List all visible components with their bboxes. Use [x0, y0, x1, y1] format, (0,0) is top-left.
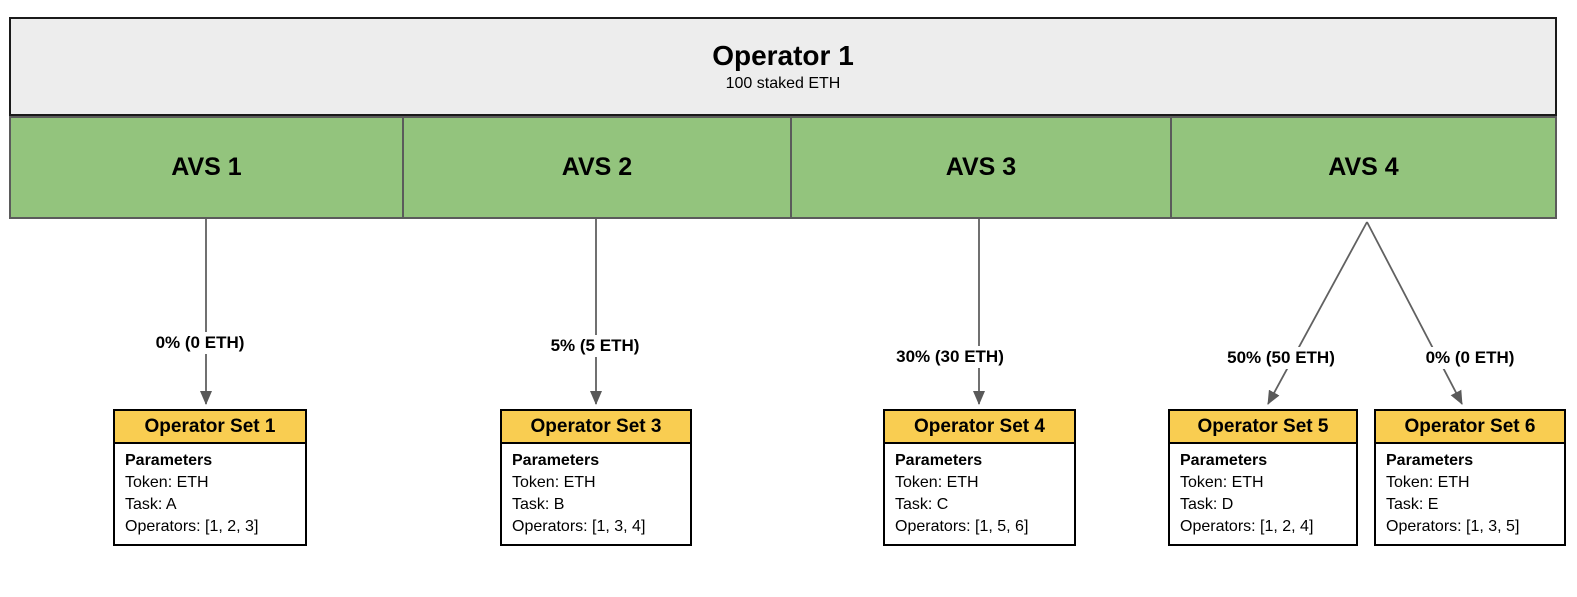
- avs-1-section: AVS 1: [11, 118, 404, 217]
- operator-set-1-params: Parameters Token: ETH Task: A Operators:…: [115, 444, 305, 544]
- arrow-avs4-to-set6: [1366, 221, 1463, 405]
- token-line: Token: ETH: [895, 474, 979, 491]
- task-line: Task: C: [895, 496, 949, 513]
- token-line: Token: ETH: [1386, 474, 1470, 491]
- operator-set-5-title: Operator Set 5: [1170, 411, 1356, 444]
- operator-staked-eth: 100 staked ETH: [725, 74, 841, 92]
- operator-set-4-box: Operator Set 4 Parameters Token: ETH Tas…: [883, 409, 1076, 546]
- operators-line: Operators: [1, 3, 4]: [512, 518, 646, 535]
- params-heading: Parameters: [895, 452, 983, 469]
- operator-set-3-title: Operator Set 3: [502, 411, 690, 444]
- params-heading: Parameters: [1386, 452, 1474, 469]
- avs-3-label: AVS 3: [945, 153, 1017, 181]
- allocation-label-avs4-set6: 0% (0 ETH): [1420, 347, 1520, 369]
- operator-set-1-box: Operator Set 1 Parameters Token: ETH Tas…: [113, 409, 307, 546]
- operator-set-6-title: Operator Set 6: [1376, 411, 1564, 444]
- operator-title: Operator 1: [712, 39, 854, 71]
- task-line: Task: B: [512, 496, 565, 513]
- operator-set-5-box: Operator Set 5 Parameters Token: ETH Tas…: [1168, 409, 1358, 546]
- task-line: Task: A: [125, 496, 177, 513]
- operator-set-6-params: Parameters Token: ETH Task: E Operators:…: [1376, 444, 1564, 544]
- avs-2-label: AVS 2: [561, 153, 633, 181]
- params-heading: Parameters: [1180, 452, 1268, 469]
- operators-line: Operators: [1, 5, 6]: [895, 518, 1029, 535]
- operators-line: Operators: [1, 3, 5]: [1386, 518, 1520, 535]
- token-line: Token: ETH: [1180, 474, 1264, 491]
- operators-line: Operators: [1, 2, 4]: [1180, 518, 1314, 535]
- allocation-label-avs3: 30% (30 ETH): [891, 346, 1009, 368]
- token-line: Token: ETH: [125, 474, 209, 491]
- operator-set-1-title: Operator Set 1: [115, 411, 305, 444]
- operator-set-4-params: Parameters Token: ETH Task: C Operators:…: [885, 444, 1074, 544]
- avs-1-label: AVS 1: [171, 153, 242, 181]
- operator-set-4-title: Operator Set 4: [885, 411, 1074, 444]
- avs-bar: AVS 1 AVS 2 AVS 3 AVS 4: [9, 116, 1557, 219]
- avs-4-section: AVS 4: [1172, 118, 1555, 217]
- operators-line: Operators: [1, 2, 3]: [125, 518, 259, 535]
- operator-1-box: Operator 1 100 staked ETH: [9, 17, 1557, 116]
- allocation-label-avs1: 0% (0 ETH): [150, 332, 250, 354]
- avs-3-section: AVS 3: [792, 118, 1172, 217]
- allocation-label-avs2: 5% (5 ETH): [545, 335, 645, 357]
- operator-set-6-box: Operator Set 6 Parameters Token: ETH Tas…: [1374, 409, 1566, 546]
- task-line: Task: D: [1180, 496, 1234, 513]
- operator-set-3-params: Parameters Token: ETH Task: B Operators:…: [502, 444, 690, 544]
- operator-set-3-box: Operator Set 3 Parameters Token: ETH Tas…: [500, 409, 692, 546]
- operator-set-5-params: Parameters Token: ETH Task: D Operators:…: [1170, 444, 1356, 544]
- task-line: Task: E: [1386, 496, 1439, 513]
- token-line: Token: ETH: [512, 474, 596, 491]
- allocation-label-avs4-set5: 50% (50 ETH): [1222, 347, 1340, 369]
- params-heading: Parameters: [125, 452, 213, 469]
- avs-2-section: AVS 2: [404, 118, 792, 217]
- params-heading: Parameters: [512, 452, 600, 469]
- avs-4-label: AVS 4: [1328, 153, 1399, 181]
- arrow-avs4-to-set5: [1267, 221, 1368, 405]
